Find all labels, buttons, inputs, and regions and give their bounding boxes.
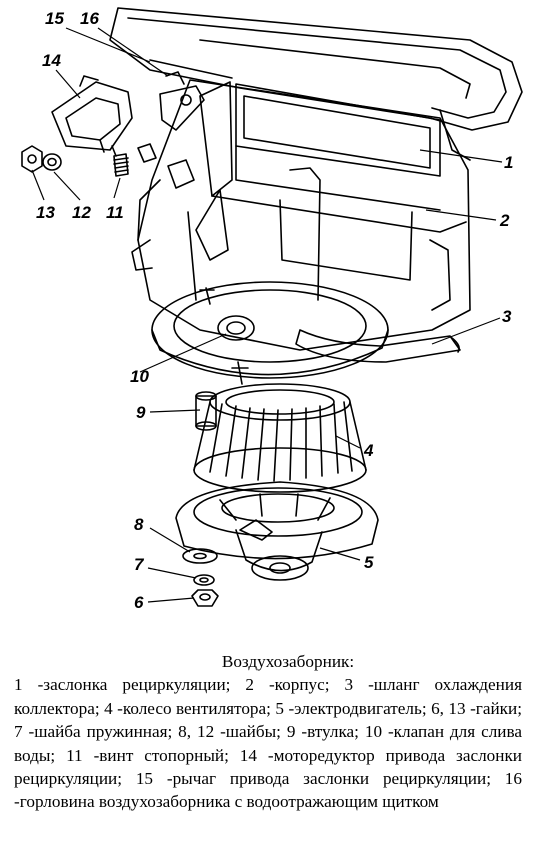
nut-13 [21, 145, 43, 173]
callout-8: 8 [134, 515, 144, 534]
actuator-motor [51, 75, 133, 157]
cooling-hose [295, 329, 461, 363]
callout-10: 10 [130, 367, 149, 386]
callout-6: 6 [134, 593, 144, 612]
caption-legend: 1 -заслонка рециркуляции; 2 -корпус; 3 -… [14, 675, 522, 812]
locking-screw [113, 153, 129, 177]
callout-9: 9 [136, 403, 146, 422]
callout-4: 4 [363, 441, 374, 460]
air-intake-neck [109, 7, 523, 161]
figure-caption: Воздухозаборник: 1 -заслонка рециркуляци… [14, 650, 522, 814]
fan-wheel [193, 383, 367, 493]
callout-14: 14 [42, 51, 61, 70]
nut-6 [191, 589, 219, 607]
callout-7: 7 [134, 555, 145, 574]
exploded-diagram: 15 16 14 1 2 3 10 9 4 5 8 7 6 13 12 11 [21, 7, 523, 612]
callout-13: 13 [36, 203, 55, 222]
callout-1: 1 [504, 153, 513, 172]
callout-5: 5 [364, 553, 374, 572]
electric-motor [175, 481, 379, 581]
callout-3: 3 [502, 307, 512, 326]
bushing-pins [137, 143, 195, 189]
callout-11: 11 [106, 203, 124, 222]
washer-12 [42, 153, 62, 171]
callout-12: 12 [72, 203, 91, 222]
fan-ring [151, 281, 389, 385]
spring-washer [193, 574, 215, 586]
callout-2: 2 [499, 211, 510, 230]
washer-8 [182, 548, 218, 564]
bushing [195, 391, 217, 431]
caption-title: Воздухозаборник: [221, 652, 355, 671]
housing-body [131, 79, 471, 351]
callout-16: 16 [80, 9, 99, 28]
callout-15: 15 [45, 9, 64, 28]
lever [159, 71, 205, 131]
